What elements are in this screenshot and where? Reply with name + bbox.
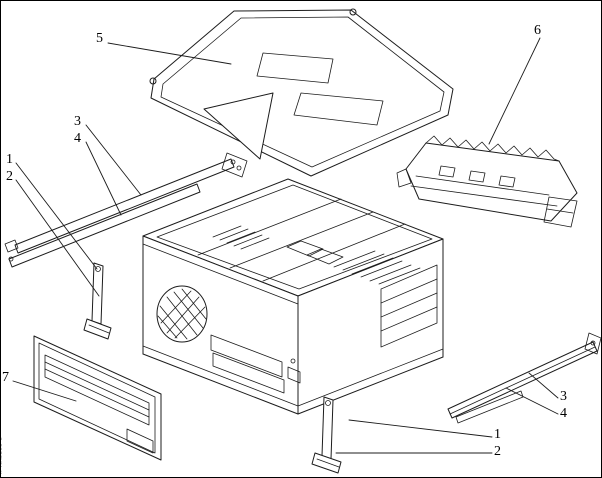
operator-panel (287, 366, 301, 384)
bracket-slot (438, 165, 456, 178)
rail-inner-line (449, 346, 596, 415)
rear-support-bracket-part (396, 135, 578, 228)
callout-3-left: 3 (74, 114, 81, 129)
bottom-flange (142, 345, 299, 407)
latch-foot (83, 318, 112, 340)
leader-5 (107, 42, 232, 65)
io-panel-line (380, 292, 438, 318)
top-inset (156, 184, 433, 290)
top-divider (229, 211, 374, 269)
callout-3-right: 3 (560, 389, 567, 404)
top-cover-part (149, 8, 454, 177)
leader-1-bottom (348, 419, 493, 438)
rail-end-plate (221, 152, 248, 178)
bracket-tab-line (546, 208, 574, 214)
left-slide-rail-part (4, 152, 248, 268)
callout-4-left: 4 (74, 131, 81, 146)
rail-outer-bar (447, 341, 598, 419)
latch-foot (311, 452, 342, 474)
rail-outer-bar (14, 158, 235, 254)
io-panel-line (380, 278, 438, 304)
bracket-rib (410, 185, 558, 207)
latch-foot-line (88, 324, 110, 334)
rail-hook (4, 239, 19, 253)
rail-screw-hole (590, 340, 596, 346)
io-panel-line (380, 306, 438, 332)
callout-1-left: 1 (6, 152, 13, 167)
bezel-inset (38, 342, 156, 454)
drive-bay (210, 334, 283, 378)
latch-hole (325, 400, 331, 406)
fan-grille (156, 285, 208, 343)
latch-foot-line (316, 458, 340, 468)
bezel-outline (33, 335, 162, 461)
latch-hole (95, 266, 101, 272)
callout-1-bottom: 1 (494, 427, 501, 442)
cover-label-large (293, 92, 384, 126)
bracket-slot (498, 175, 516, 188)
bracket-tab (396, 168, 412, 188)
bottom-latch-bracket-part (311, 396, 342, 474)
cover-inset-line (160, 16, 445, 168)
callout-6: 6 (534, 23, 541, 38)
leader-4-left (85, 141, 122, 216)
bezel-vent-line (44, 368, 150, 418)
leader-lines (12, 37, 559, 454)
drive-bay (212, 352, 285, 394)
front-bezel-part (33, 335, 162, 461)
rail-end-plate (584, 332, 601, 355)
cover-corner-highlight (203, 92, 274, 160)
screw-icon (349, 8, 357, 16)
top-divider (262, 223, 406, 282)
screw-icon (149, 77, 157, 85)
bezel-cutout (126, 428, 154, 454)
leader-2-left (15, 179, 100, 297)
right-slide-rail-part (447, 332, 601, 424)
leader-3-left (85, 124, 142, 196)
leader-7 (12, 380, 77, 402)
callout-4-right: 4 (560, 406, 567, 421)
leader-6 (488, 37, 541, 145)
callout-2-bottom: 2 (494, 444, 501, 459)
rail-inner-bar (8, 183, 201, 268)
bezel-vent-line (44, 361, 150, 411)
heatsink (306, 248, 344, 265)
leader-1-left (15, 162, 98, 270)
callout-5: 5 (96, 31, 103, 46)
figure-watermark: IPHAJ500-0 (0, 436, 4, 474)
memory-slots (212, 225, 270, 250)
rail-screw-hole (236, 165, 242, 171)
rail-hook-hole (8, 256, 14, 262)
leader-3-right (528, 372, 559, 399)
bracket-tab (543, 196, 578, 228)
latch-strip (321, 396, 334, 460)
bottom-flange (297, 348, 444, 407)
top-divider (197, 198, 342, 256)
front-top-band (142, 243, 299, 305)
cover-label-small (256, 52, 334, 84)
left-latch-bracket-part (83, 262, 112, 340)
callout-2-left: 2 (6, 169, 13, 184)
bracket-slot (468, 170, 486, 183)
bracket-teeth (425, 135, 560, 162)
bracket-rib (415, 175, 550, 196)
pci-slots (333, 250, 421, 285)
power-button (290, 358, 296, 364)
io-panel (380, 264, 438, 348)
leader-4-right (505, 387, 559, 415)
bezel-vent-band (44, 354, 150, 426)
callout-7: 7 (2, 370, 9, 385)
rail-screw-hole (230, 159, 236, 165)
chassis-part (142, 178, 444, 415)
